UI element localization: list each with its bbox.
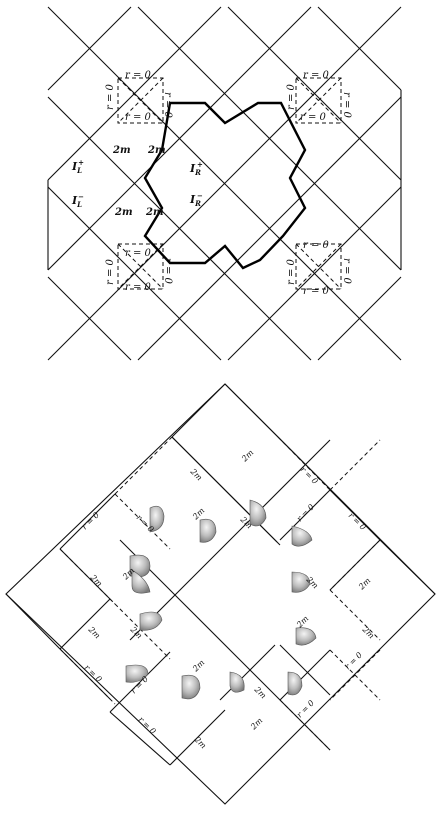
r0-label: r = 0 xyxy=(286,258,297,285)
r0-label: r = 0 xyxy=(300,112,327,123)
i-left-plus-label: IL+ xyxy=(71,158,84,175)
i-right-plus-label: IR+ xyxy=(189,160,203,177)
light-cones xyxy=(126,500,316,699)
r0-label: r = 0 xyxy=(341,258,352,285)
i-right-minus-label: IR− xyxy=(189,191,203,208)
horizon-2m-label: 2m xyxy=(88,572,104,588)
r0-label: r = 0 xyxy=(303,70,330,81)
horizon-2m-label: 2m xyxy=(190,658,206,674)
r0-label: r = 0 xyxy=(125,70,152,81)
outer-diamond xyxy=(6,384,435,804)
bottom-lattice-falling xyxy=(6,384,435,765)
r0-label: r = 0 xyxy=(137,715,158,736)
light-cone-glyph xyxy=(292,526,312,546)
horizon-2m-label: 2m xyxy=(114,207,133,218)
r0-label: r = 0 xyxy=(162,92,173,119)
horizon-2m-label: 2m xyxy=(252,684,268,700)
r0-label: r = 0 xyxy=(125,248,152,259)
r0-label: r = 0 xyxy=(303,240,330,251)
light-cone-glyph xyxy=(200,519,216,542)
i-left-minus-label: IL− xyxy=(71,192,84,209)
r0-label: r = 0 xyxy=(83,663,104,684)
horizon-2m-label: 2m xyxy=(86,624,102,640)
horizon-2m-label: 2m xyxy=(147,145,166,156)
horizon-2m-label: 2m xyxy=(145,207,164,218)
horizon-2m-label: 2m xyxy=(360,624,376,640)
horizon-2m-label: 2m xyxy=(112,145,131,156)
top-penrose-diagram: r = 0 r = 0 r = 0 r = 0 r = 0 r = 0 r = … xyxy=(48,7,401,360)
light-cone-glyph xyxy=(296,628,316,645)
r0-label: r = 0 xyxy=(105,83,116,110)
light-cone-glyph xyxy=(288,672,302,695)
r0-label: r = 0 xyxy=(80,510,101,531)
r0-label: r = 0 xyxy=(347,511,368,532)
horizon-2m-label: 2m xyxy=(192,734,208,750)
bottom-dashed-lines xyxy=(60,437,380,750)
r0-label: r = 0 xyxy=(125,112,152,123)
bottom-lattice-rising xyxy=(60,384,380,765)
r0-label: r = 0 xyxy=(286,83,297,110)
bottom-penrose-diagram: 2m 2m 2m 2m 2m 2m 2m 2m 2m 2m 2m 2m 2m 2… xyxy=(6,384,435,804)
light-cone-glyph xyxy=(140,612,162,630)
r0-label: r = 0 xyxy=(295,502,316,523)
r0-label: r = 0 xyxy=(125,282,152,293)
r0-label: r = 0 xyxy=(105,258,116,285)
r0-label: r = 0 xyxy=(162,258,173,285)
r0-label: r = 0 xyxy=(299,465,320,486)
horizon-2m-label: 2m xyxy=(248,716,264,732)
horizon-2m-label: 2m xyxy=(239,448,255,464)
horizon-2m-label: 2m xyxy=(356,576,372,592)
light-cone-glyph xyxy=(230,672,244,692)
light-cone-glyph xyxy=(182,675,200,699)
r0-label: r = 0 xyxy=(303,286,330,297)
r0-label: r = 0 xyxy=(341,92,352,119)
horizon-2m-label: 2m xyxy=(188,466,204,482)
